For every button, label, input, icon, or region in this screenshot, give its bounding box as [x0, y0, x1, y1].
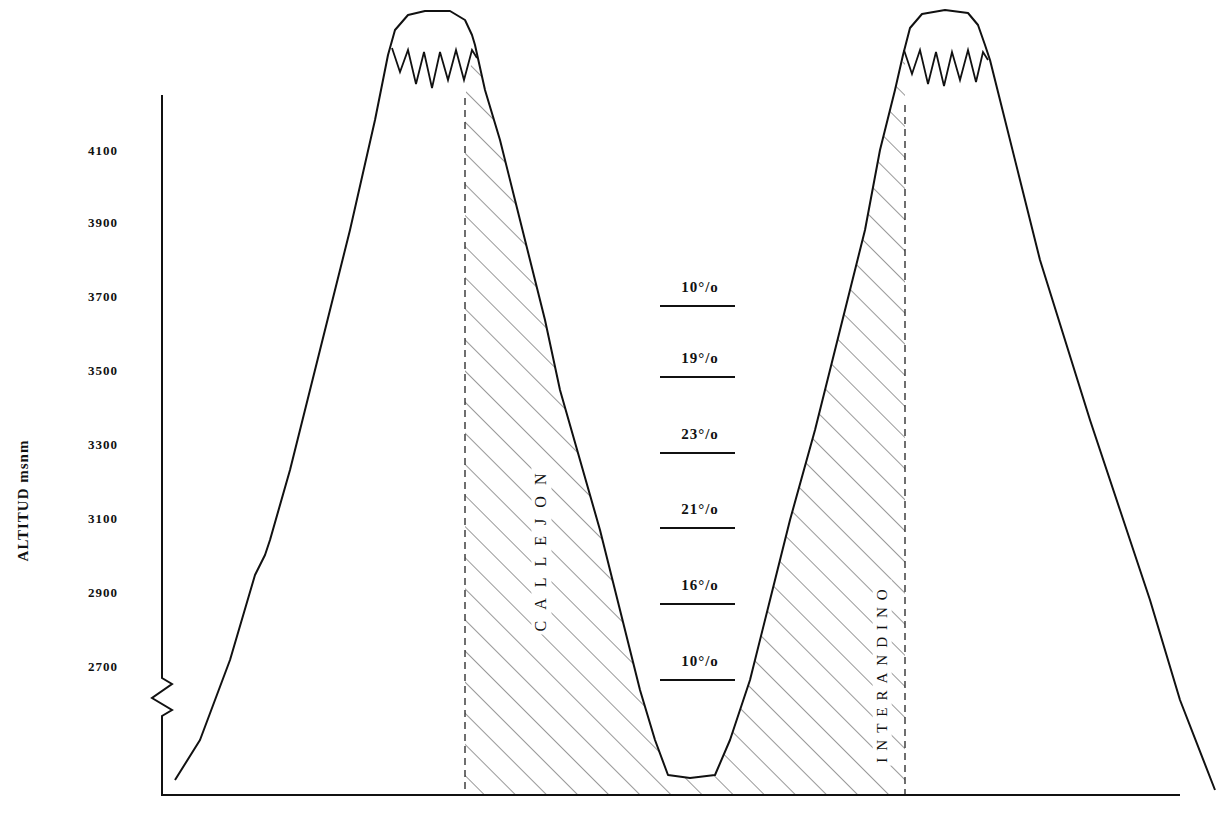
axis: [152, 95, 1180, 795]
tick-label: 3900: [88, 216, 118, 229]
mountain-outline: [175, 10, 1215, 790]
percentage-label: 16°/o: [681, 578, 719, 593]
tick-label: 3300: [88, 438, 118, 451]
snow-line: [392, 48, 477, 88]
percentage-label: 10°/o: [681, 280, 719, 295]
tick-label: 4100: [88, 144, 118, 157]
tick-label: 3700: [88, 290, 118, 303]
percentage-label: 21°/o: [681, 502, 719, 517]
tick-label: 3500: [88, 364, 118, 377]
axis-title: ALTITUD msnm: [17, 439, 32, 561]
dashed-frame: [465, 98, 905, 795]
percentage-label: 23°/o: [681, 427, 719, 442]
valley-hatching: [465, 45, 905, 795]
region-label: INTERANDINO: [872, 579, 891, 765]
region-label: CALLEJON: [531, 460, 551, 635]
percentage-label: 10°/o: [681, 654, 719, 669]
tick-label: 2900: [88, 586, 118, 599]
level-line: [660, 306, 735, 680]
snow-line: [904, 50, 988, 86]
tick-label: 2700: [88, 660, 118, 673]
tick-label: 3100: [88, 512, 118, 525]
percentage-label: 19°/o: [681, 351, 719, 366]
